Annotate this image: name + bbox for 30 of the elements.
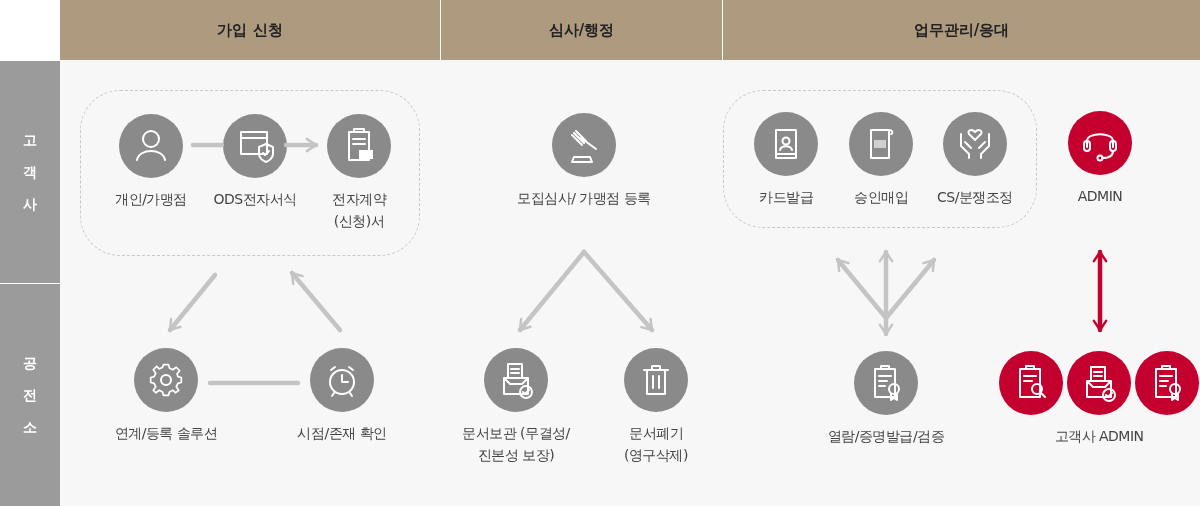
arrow: [878, 249, 894, 337]
arrow: [581, 249, 655, 333]
arrow: [1092, 249, 1108, 333]
dashed-group: [80, 90, 420, 256]
node-label: 문서폐기 (영구삭제): [623, 424, 689, 465]
column-header: 업무관리/응대: [723, 0, 1200, 60]
node-label: CS/분쟁조정: [936, 188, 1014, 207]
arrow: [517, 249, 587, 333]
connector-line: [207, 380, 301, 386]
row-header: 공전소: [22, 354, 38, 437]
node-label: 연계/등록 솔루션: [113, 424, 219, 443]
node-label: 시점/존재 확인: [296, 424, 388, 443]
node-label: 개인/가맹점: [114, 190, 188, 209]
node-label: ADMIN: [1076, 187, 1124, 206]
node-label: 전자계약 (신청)서: [331, 190, 388, 231]
node-label: ODS전자서식: [212, 190, 298, 209]
node-label: 문서보관 (무결성/진본성 보장): [461, 424, 571, 465]
arrow: [289, 270, 343, 333]
dashed-group: [723, 90, 1037, 228]
node-label: 승인매입: [853, 188, 909, 207]
column-header: 가입 신청: [60, 0, 440, 60]
node-label: 카드발급: [758, 188, 814, 207]
column-header: 심사/행정: [441, 0, 722, 60]
arrow: [167, 272, 218, 333]
row-header: 고객사: [22, 131, 38, 214]
connector-line: [190, 142, 225, 148]
node-label: 고객사 ADMIN: [1053, 427, 1145, 446]
node-label: 모집심사/ 가맹점 등록: [516, 189, 652, 208]
arrow: [283, 137, 319, 153]
node-label: 열람/증명발급/검증: [826, 427, 946, 446]
